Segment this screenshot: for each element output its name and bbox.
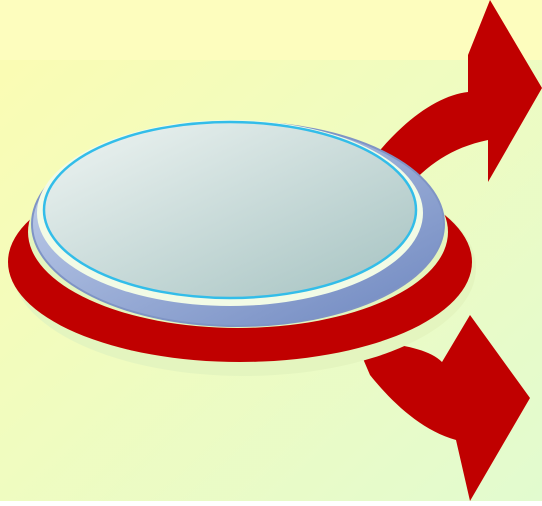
top-band	[0, 0, 542, 60]
disc-face	[44, 122, 416, 298]
